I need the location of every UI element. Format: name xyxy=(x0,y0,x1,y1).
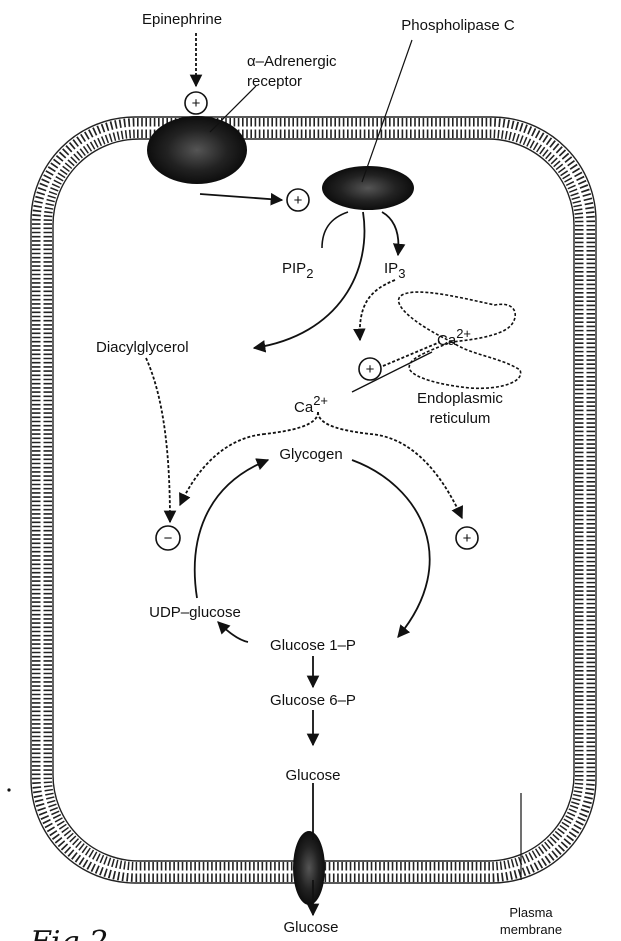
svg-text:+: + xyxy=(463,530,472,547)
ip3-arrow xyxy=(382,212,398,255)
receptor-to-plc-arrow xyxy=(200,194,282,200)
svg-text:+: + xyxy=(192,95,201,112)
plus-sign-plc: + xyxy=(287,189,309,211)
plasma-membrane-label-2: membrane xyxy=(500,922,562,937)
cytosol-calcium-label: Ca2+ xyxy=(294,393,328,416)
ca-split-right xyxy=(318,412,370,434)
er-calcium-label: Ca2+ xyxy=(437,326,471,349)
pip2-line xyxy=(322,212,348,248)
epinephrine-label: Epinephrine xyxy=(142,11,222,28)
glucose-1p-label: Glucose 1–P xyxy=(270,637,356,654)
svg-text:+: + xyxy=(294,192,303,209)
ca-inhibit-arrow xyxy=(180,434,265,505)
er-label-2: reticulum xyxy=(430,410,491,427)
svg-text:−: − xyxy=(164,530,173,547)
plc-label-pointer xyxy=(362,40,412,182)
plus-sign-er: + xyxy=(359,358,381,380)
plus-sign-epinephrine: + xyxy=(185,92,207,114)
glycogen-label: Glycogen xyxy=(279,446,342,463)
scan-speck xyxy=(7,788,10,791)
ip3-to-er-arrow xyxy=(360,280,395,340)
ip3-label: IP3 xyxy=(384,260,405,281)
minus-sign-glycogen-synthase: − xyxy=(156,526,180,550)
alpha-receptor-label-1: α–Adrenergic xyxy=(247,53,337,70)
glycogen-to-g1p-arrow xyxy=(352,460,430,637)
plus-sign-glycogen-phosphorylase: + xyxy=(456,527,478,549)
glucose-outside-label: Glucose xyxy=(283,919,338,936)
g1p-to-udp-arrow xyxy=(218,622,248,642)
receptor-label-pointer xyxy=(210,86,256,132)
udp-glucose-label: UDP–glucose xyxy=(149,604,241,621)
phospholipase-c-protein xyxy=(322,166,414,210)
glucose-inside-label: Glucose xyxy=(285,767,340,784)
diacylglycerol-label: Diacylglycerol xyxy=(96,339,189,356)
glucose-transporter xyxy=(293,831,325,905)
alpha-adrenergic-receptor xyxy=(147,116,247,184)
svg-text:+: + xyxy=(366,361,375,378)
dag-inhibit-arrow xyxy=(146,358,170,522)
pip2-label: PIP2 xyxy=(282,260,313,281)
udp-to-glycogen-arrow xyxy=(195,460,268,598)
glucose-6p-label: Glucose 6–P xyxy=(270,692,356,709)
er-label-1: Endoplasmic xyxy=(417,390,503,407)
plasma-membrane-label-1: Plasma xyxy=(509,905,553,920)
labels: Epinephrine α–Adrenergic receptor Phosph… xyxy=(29,11,562,941)
phospholipase-c-label: Phospholipase C xyxy=(401,17,515,34)
alpha-receptor-label-2: receptor xyxy=(247,73,302,90)
handwritten-figure-label: Fig 2 xyxy=(29,925,108,941)
